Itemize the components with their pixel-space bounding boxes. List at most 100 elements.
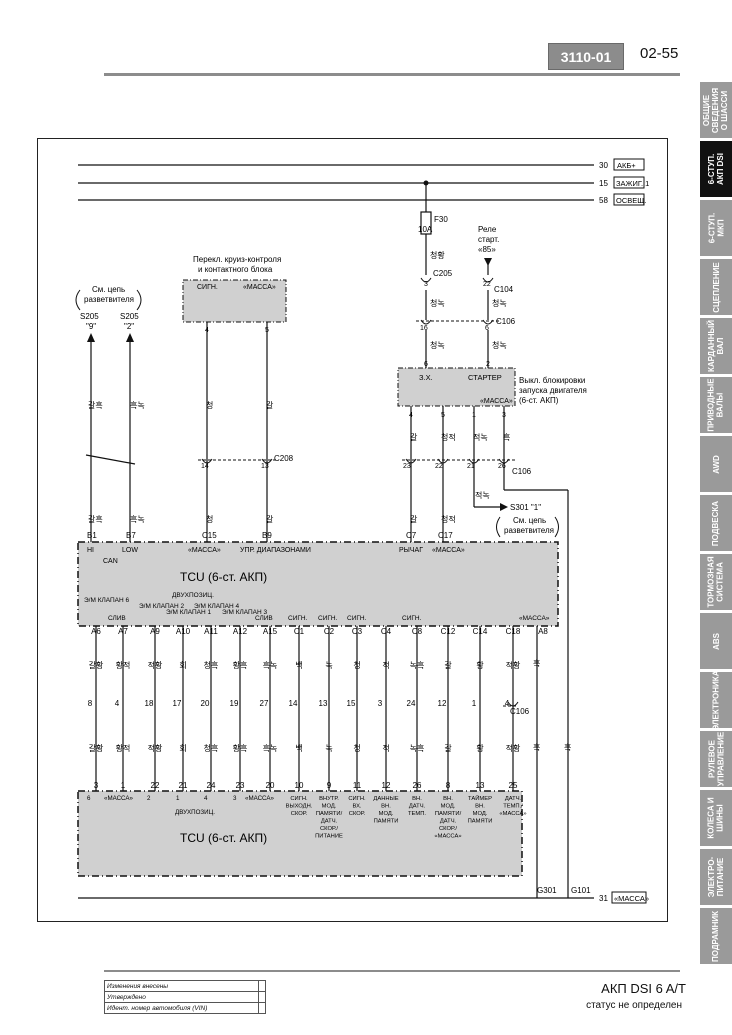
tcu-label: ДАТЧ. [321,819,338,825]
tcu-pin: 22 [151,781,160,790]
tcu-pin: 11 [353,781,362,790]
diagram-frame [37,138,668,922]
tcu-label: 6 [87,795,91,802]
tcu-label: СКОР./ [320,826,338,832]
tcu-label: ДАТЧ. [409,804,426,810]
header-rule [104,73,680,76]
tcu-label: СЛИВ [108,615,126,622]
rev-vin: Идент. номер автомобиля (VIN) [104,1002,259,1014]
cruise-title-1: Перекл. круиз-контроля [193,255,281,264]
tab-propshaft[interactable]: КАРДАННЫЙ ВАЛ [700,318,732,374]
tcu-pin: 21 [179,781,188,790]
pin: 1 [472,699,477,708]
tab-brakes[interactable]: ТОРМОЗНАЯ СИСТЕМА [700,554,732,610]
tcu-label: СКОР. [291,811,308,817]
tab-wheels[interactable]: КОЛЕСА И ШИНЫ [700,790,732,846]
wire-color: 청 [206,515,213,524]
tab-abs[interactable]: ABS [700,613,732,669]
tab-steering[interactable]: РУЛЕВОЕ УПРАВЛЕНИЕ [700,731,732,787]
inhibitor-switch-box [397,367,516,407]
tcu-pin: C3 [352,627,363,636]
tcu-label: ВХ. [352,804,361,810]
tcu-label: РЫЧАГ [399,547,423,554]
pin: 15 [347,699,356,708]
tcu-label: ВН. [443,796,453,802]
tab-akp-dsi[interactable]: 6-СТУП. АКП DSI [700,141,732,197]
pin: 3 [378,699,383,708]
tcu-label: СИГН. [402,615,422,622]
tcu-pin: C14 [473,627,488,636]
tcu-label: «МАССА» [104,795,134,802]
tcu-label: ПАМЯТИ [374,819,399,825]
relay-label-2: старт. [478,235,499,244]
tcu-label: Э/М КЛАПАН 4 [194,603,240,610]
tcu-pin: B7 [126,531,136,540]
pin: 4 [205,327,209,334]
tab-electronics[interactable]: ЭЛЕКТРОНИКА [700,670,732,730]
pin: 1 [472,412,476,419]
tcu-label: ПАМЯТИ [468,819,493,825]
wire-color: 갈흑 [88,400,103,410]
connector-c106: C106 [496,317,516,326]
splice-s205-a-pin: "9" [86,322,96,331]
tcu-label: МОД. [473,811,488,817]
inhibitor-pin-st: СТАРТЕР [468,373,502,382]
tcu-label: «МАССА» [434,834,461,840]
tcu-top-box [77,541,559,627]
tcu-pin: 1 [121,781,126,790]
connector-c106-mid: C106 [512,467,532,476]
tab-mkp[interactable]: 6-СТУП. МКП [700,200,732,256]
tab-awd[interactable]: AWD [700,436,732,492]
tab-subframe[interactable]: ПОДРАМНИК [700,908,732,964]
connector-c106-lower: C106 [510,707,530,716]
wire-color: 황 [476,743,484,753]
wire-color: 녹 [325,661,332,670]
tcu-label: CAN [103,558,118,565]
tcu-bottom-box [77,790,523,877]
tcu-pin: A6 [91,627,101,636]
cruise-title-2: и контактного блока [198,265,273,274]
tcu-label: МОД. [379,811,394,817]
pin: 13 [261,463,269,470]
rail-label-ign: ЗАЖИГ. 1 [616,179,649,188]
pin: 14 [289,699,298,708]
revision-table: Изменения внесены Утверждено Идент. номе… [104,980,267,1014]
tcu-label: «МАССА» [432,547,465,554]
page-number: 02-55 [640,45,679,62]
pin: 27 [260,699,269,708]
wire-color: 청흑 [204,660,219,670]
wire-color: 청적 [441,432,456,442]
pin: 21 [467,463,475,470]
tab-power[interactable]: ЭЛЕКТРО- ПИТАНИЕ [700,849,732,905]
wire-color: 갈 [410,515,418,524]
tcu-bottom-multiline-labels: СИГН.ВЫХОДН.СКОР.ВНУТР.МОД.ПАМЯТИ/ДАТЧ.С… [286,794,527,840]
wire-color: 갈흑 [88,514,103,524]
tcu-pin: A12 [233,627,248,636]
tab-clutch[interactable]: СЦЕПЛЕНИЕ [700,259,732,315]
tcu-label: «МАССА» [188,547,221,554]
tcu-label: «МАССА» [519,615,550,622]
wire-color: 황 [476,660,484,670]
rail-label-akb: АКБ+ [617,161,636,170]
footer-rule [104,970,680,972]
tcu-label: СИГН. [347,615,367,622]
wire-color: 갈 [444,744,452,753]
tcu-label: ДВУХПОЗИЦ. [175,809,215,816]
tcu-top-title: TCU (6-ст. АКП) [180,570,267,584]
section-tabs: ОБЩИЕ СВЕДЕНИЯ О ШАССИ 6-СТУП. АКП DSI 6… [700,82,732,967]
rev-changes: Изменения внесены [104,980,259,992]
tcu-pin: C18 [506,627,521,636]
tcu-pin: 26 [413,781,422,790]
wire-color: 갈황 [89,660,104,670]
tcu-pin: B9 [262,531,272,540]
tcu-label: 2 [147,795,151,802]
tab-suspension[interactable]: ПОДВЕСКА [700,495,732,551]
tab-chassis[interactable]: ОБЩИЕ СВЕДЕНИЯ О ШАССИ [700,82,732,138]
wire-color: 흑녹 [130,514,145,524]
inhibitor-title-3: (6-ст. АКП) [519,396,559,405]
tcu-pin: C15 [202,531,217,540]
pin: 2 [486,361,490,368]
inhibitor-title-2: запуска двигателя [519,386,587,395]
tab-driveshafts[interactable]: ПРИВОДНЫЕ ВАЛЫ [700,377,732,433]
